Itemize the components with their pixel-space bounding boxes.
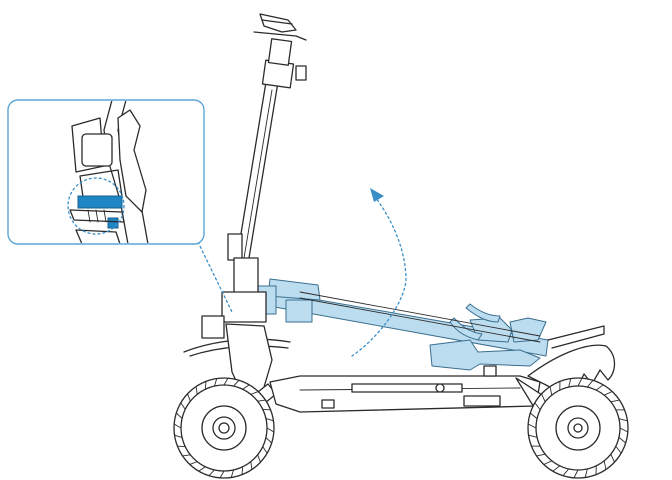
tire-tread-mark [250,391,259,395]
tire-tread-mark [529,412,538,420]
tire-tread-mark [223,377,229,386]
tire-tread-mark [219,470,225,479]
fold-motion-arrow [351,188,407,357]
tire-tread-mark [198,466,206,472]
tire-tread-mark [257,454,261,463]
tire-tread-mark [618,418,628,422]
lock-clamp-highlight-small [107,217,119,229]
tire-tread-mark [549,386,553,396]
tire-tread-mark [265,417,274,422]
tire-tread-mark [619,427,629,433]
tire-tread-mark [573,469,579,479]
tire-tread-mark [262,408,272,411]
tire-tread-mark [265,437,273,444]
tire-tread-mark [528,434,538,438]
tire-tread-mark [584,468,588,478]
tire-tread-mark [603,460,607,470]
tire-tread-mark [541,393,546,403]
zoom-callout [7,99,205,245]
front-wheel [173,377,275,479]
tire-tread-mark [562,468,570,477]
tire-tread-mark [250,461,253,470]
tire-tread-mark [213,378,218,387]
tire-tread-mark [543,460,553,465]
tire-tread-mark [195,386,198,395]
tire-tread-mark [603,391,613,396]
tire-tread-mark [536,453,546,457]
tire-tread-mark [610,453,615,463]
folded-stem-ghost [241,278,549,371]
tire-tread-mark [189,461,198,465]
tire-tread-mark [204,380,207,390]
rear-wheel [527,377,629,479]
tire-tread-mark [241,466,244,476]
tire-tread-mark [610,399,620,403]
tire-tread-mark [586,379,594,388]
tire-tread-mark [242,384,250,390]
tire-tread-mark [230,469,235,478]
tire-tread-mark [577,377,583,387]
tire-tread-mark [176,445,186,448]
tire-tread-mark [618,436,627,444]
tire-tread-mark [266,427,275,433]
tire-tread-mark [615,445,622,454]
tire-tread-mark [233,379,240,387]
tire-tread-mark [175,412,183,419]
tire-tread-mark [180,402,186,410]
tire-tread-mark [552,465,561,472]
arrow-head-icon [370,188,384,202]
tire-tread-mark [568,378,572,388]
tire-tread-mark [174,434,183,439]
tire-tread-mark [527,423,537,429]
tire-tread-mark [257,399,266,402]
lock-clamp-highlight [77,195,123,209]
tire-tread-mark [262,446,268,454]
tire-tread-mark [182,454,191,457]
tire-tread-mark [534,402,541,411]
tire-tread-mark [187,393,191,402]
tire-tread-mark [595,384,604,391]
tire-tread-mark [173,423,182,429]
upright-stem [201,13,307,339]
deck [269,365,541,413]
tire-tread-mark [208,469,215,477]
